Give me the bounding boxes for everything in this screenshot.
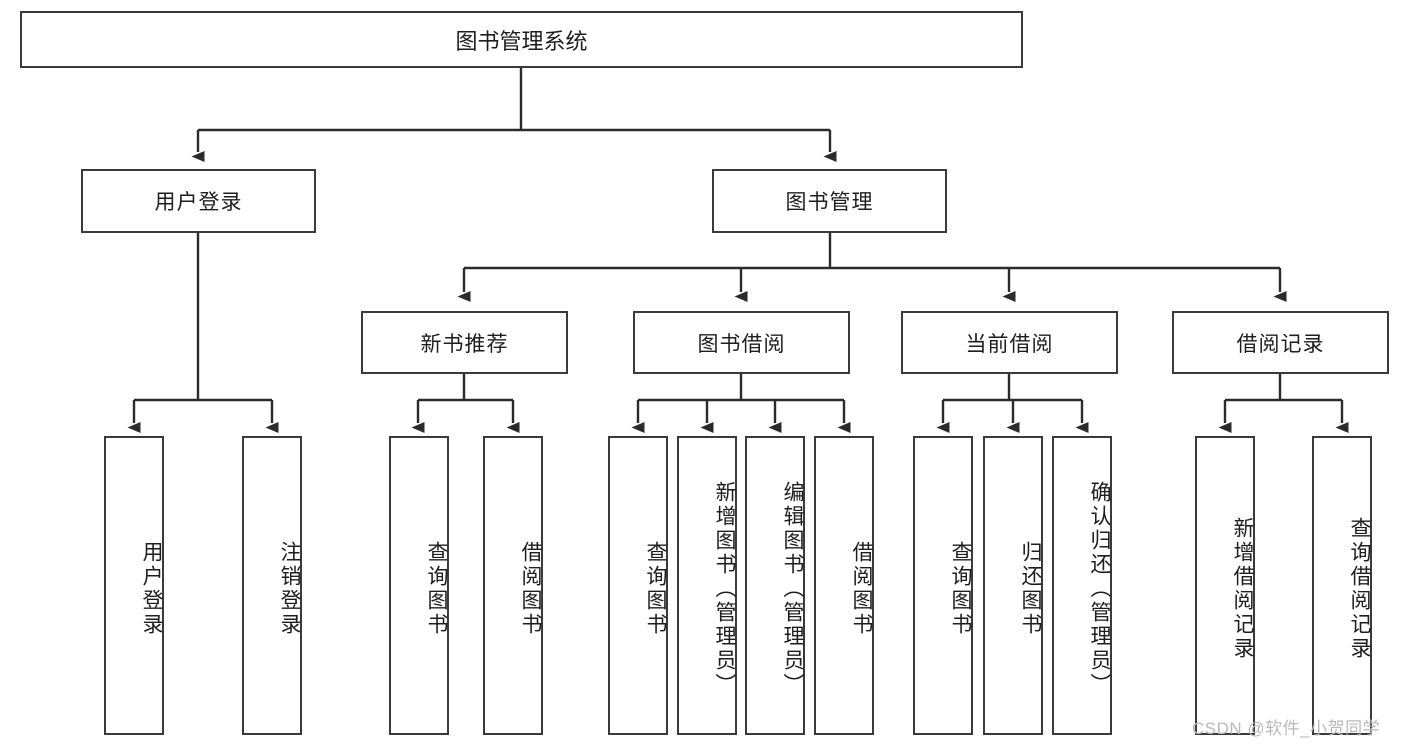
node-leaf-confirm-return[interactable]: 确认归还（管理员） [1052, 436, 1112, 735]
node-leaf-borrow-book-1-label: 借阅图书 [519, 540, 542, 637]
node-leaf-edit-book[interactable]: 编辑图书（管理员） [745, 436, 805, 735]
node-leaf-query-record[interactable]: 查询借阅记录 [1312, 436, 1372, 735]
node-leaf-return-book-label: 归还图书 [1019, 540, 1042, 637]
node-new-book-rec-label: 新书推荐 [420, 332, 509, 356]
node-new-book-rec[interactable]: 新书推荐 [361, 311, 568, 374]
node-leaf-user-logout-label: 注销登录 [278, 540, 301, 637]
node-user-login-label: 用户登录 [154, 191, 243, 214]
node-leaf-add-book-label: 新增图书（管理员） [713, 480, 736, 697]
node-leaf-query-book-3-label: 查询图书 [949, 540, 972, 637]
node-leaf-add-record-label: 新增借阅记录 [1231, 516, 1254, 661]
node-leaf-borrow-book-2-label: 借阅图书 [850, 540, 873, 637]
node-user-login[interactable]: 用户登录 [81, 169, 316, 233]
node-root[interactable]: 图书管理系统 [20, 11, 1023, 68]
node-borrow-record-label: 借阅记录 [1236, 332, 1325, 356]
node-book-borrow-label: 图书借阅 [697, 332, 786, 356]
node-leaf-confirm-return-label: 确认归还（管理员） [1088, 480, 1111, 697]
node-borrow-record[interactable]: 借阅记录 [1172, 311, 1389, 374]
node-leaf-query-book-2-label: 查询图书 [644, 540, 667, 637]
node-book-manage[interactable]: 图书管理 [712, 169, 947, 233]
node-leaf-add-record[interactable]: 新增借阅记录 [1195, 436, 1255, 735]
node-current-borrow-label: 当前借阅 [965, 332, 1054, 356]
node-book-manage-label: 图书管理 [785, 191, 874, 214]
node-leaf-user-logout[interactable]: 注销登录 [242, 436, 302, 735]
node-leaf-edit-book-label: 编辑图书（管理员） [781, 480, 804, 697]
node-leaf-borrow-book-1[interactable]: 借阅图书 [483, 436, 543, 735]
node-leaf-borrow-book-2[interactable]: 借阅图书 [814, 436, 874, 735]
node-root-label: 图书管理系统 [455, 28, 588, 54]
node-leaf-query-record-label: 查询借阅记录 [1348, 516, 1371, 661]
node-leaf-query-book-1-label: 查询图书 [425, 540, 448, 637]
node-leaf-query-book-1[interactable]: 查询图书 [389, 436, 449, 735]
node-leaf-user-login-label: 用户登录 [140, 540, 163, 637]
node-book-borrow[interactable]: 图书借阅 [633, 311, 850, 374]
node-leaf-add-book[interactable]: 新增图书（管理员） [677, 436, 737, 735]
node-leaf-user-login[interactable]: 用户登录 [104, 436, 164, 735]
node-leaf-return-book[interactable]: 归还图书 [983, 436, 1043, 735]
node-leaf-query-book-2[interactable]: 查询图书 [608, 436, 668, 735]
node-leaf-query-book-3[interactable]: 查询图书 [913, 436, 973, 735]
node-current-borrow[interactable]: 当前借阅 [901, 311, 1118, 374]
